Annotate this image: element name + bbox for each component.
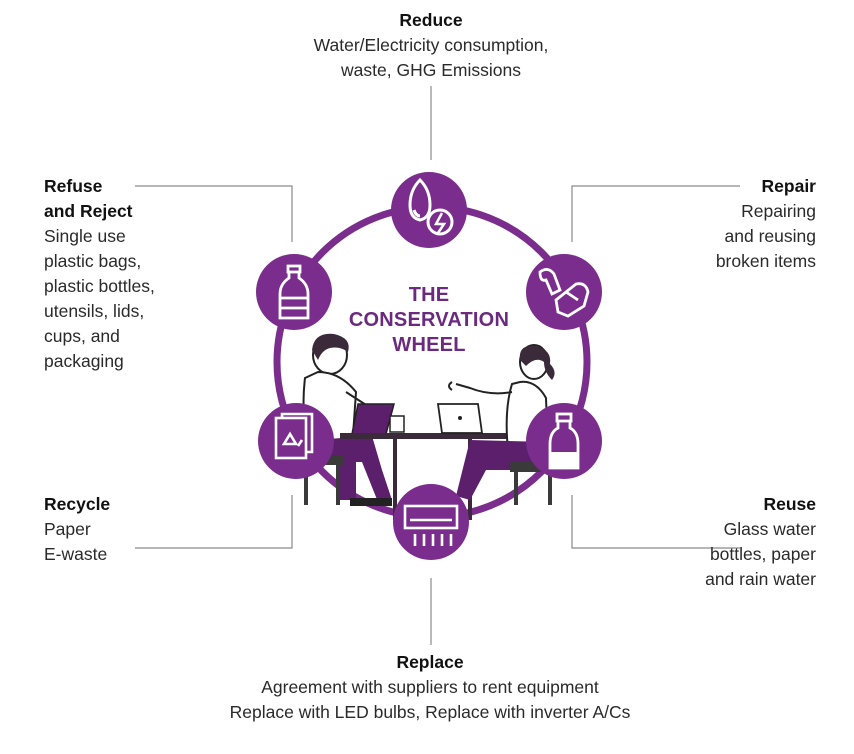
connector-refuse [135,185,293,242]
reduce-desc-line: Water/Electricity consumption, [313,35,549,55]
reduce-title: Reduce [399,10,463,30]
connector-recycle [135,495,293,549]
wheel-title-line: WHEEL [392,334,466,356]
refuse-title: and Reject [44,201,133,221]
refuse-desc-line: cups, and [44,326,120,346]
refuse-desc-line: utensils, lids, [44,301,145,321]
wheel-title-line: THE [408,284,450,306]
repair-text-block: Repair Repairing and reusing broken item… [620,174,816,274]
node-reduce [391,172,467,248]
reuse-text-block: Reuse Glass water bottles, paper and rai… [620,492,816,592]
connector-reuse [571,495,740,549]
wheel-title-line: CONSERVATION [348,309,510,331]
reduce-desc-line: waste, GHG Emissions [341,60,521,80]
refuse-title: Refuse [44,176,103,196]
recycle-paper-icon [274,412,314,460]
reuse-desc-line: and rain water [705,569,816,589]
reuse-desc-line: bottles, paper [709,544,816,564]
replace-desc-line: Agreement with suppliers to rent equipme… [261,677,599,697]
recycle-text-block: Recycle Paper E-waste [44,492,234,567]
replace-text-block: Replace Agreement with suppliers to rent… [160,650,700,725]
repair-desc-line: broken items [715,251,816,271]
water-electricity-drop-icon [408,177,454,236]
node-repair [526,254,602,330]
node-reuse [526,403,602,479]
wrench-hand-icon [538,268,590,318]
refuse-desc-line: plastic bottles, [44,276,155,296]
node-recycle [258,403,334,479]
recycle-desc-line: Paper [44,519,91,539]
glass-bottle-icon [548,412,580,470]
repair-desc-line: and reusing [724,226,816,246]
reuse-desc-line: Glass water [723,519,816,539]
repair-title: Repair [761,176,816,196]
repair-desc-line: Repairing [741,201,816,221]
node-replace [393,484,469,560]
air-conditioner-icon [403,504,459,546]
reuse-title: Reuse [763,494,816,514]
recycle-title: Recycle [44,494,111,514]
connector-repair [571,185,740,242]
refuse-desc-line: Single use [44,226,126,246]
recycle-desc-line: E-waste [44,544,108,564]
wheel-title: THE CONSERVATION WHEEL [300,283,558,358]
refuse-desc-line: plastic bags, [44,251,142,271]
refuse-desc-line: packaging [44,351,124,371]
refuse-text-block: Refuse and Reject Single use plastic bag… [44,174,234,374]
connector-lines [135,86,740,645]
node-refuse [256,254,332,330]
replace-title: Replace [396,652,464,672]
plastic-bottle-icon [278,264,310,320]
replace-desc-line: Replace with LED bulbs, Replace with inv… [229,702,631,722]
reduce-text-block: Reduce Water/Electricity consumption, wa… [229,8,633,83]
